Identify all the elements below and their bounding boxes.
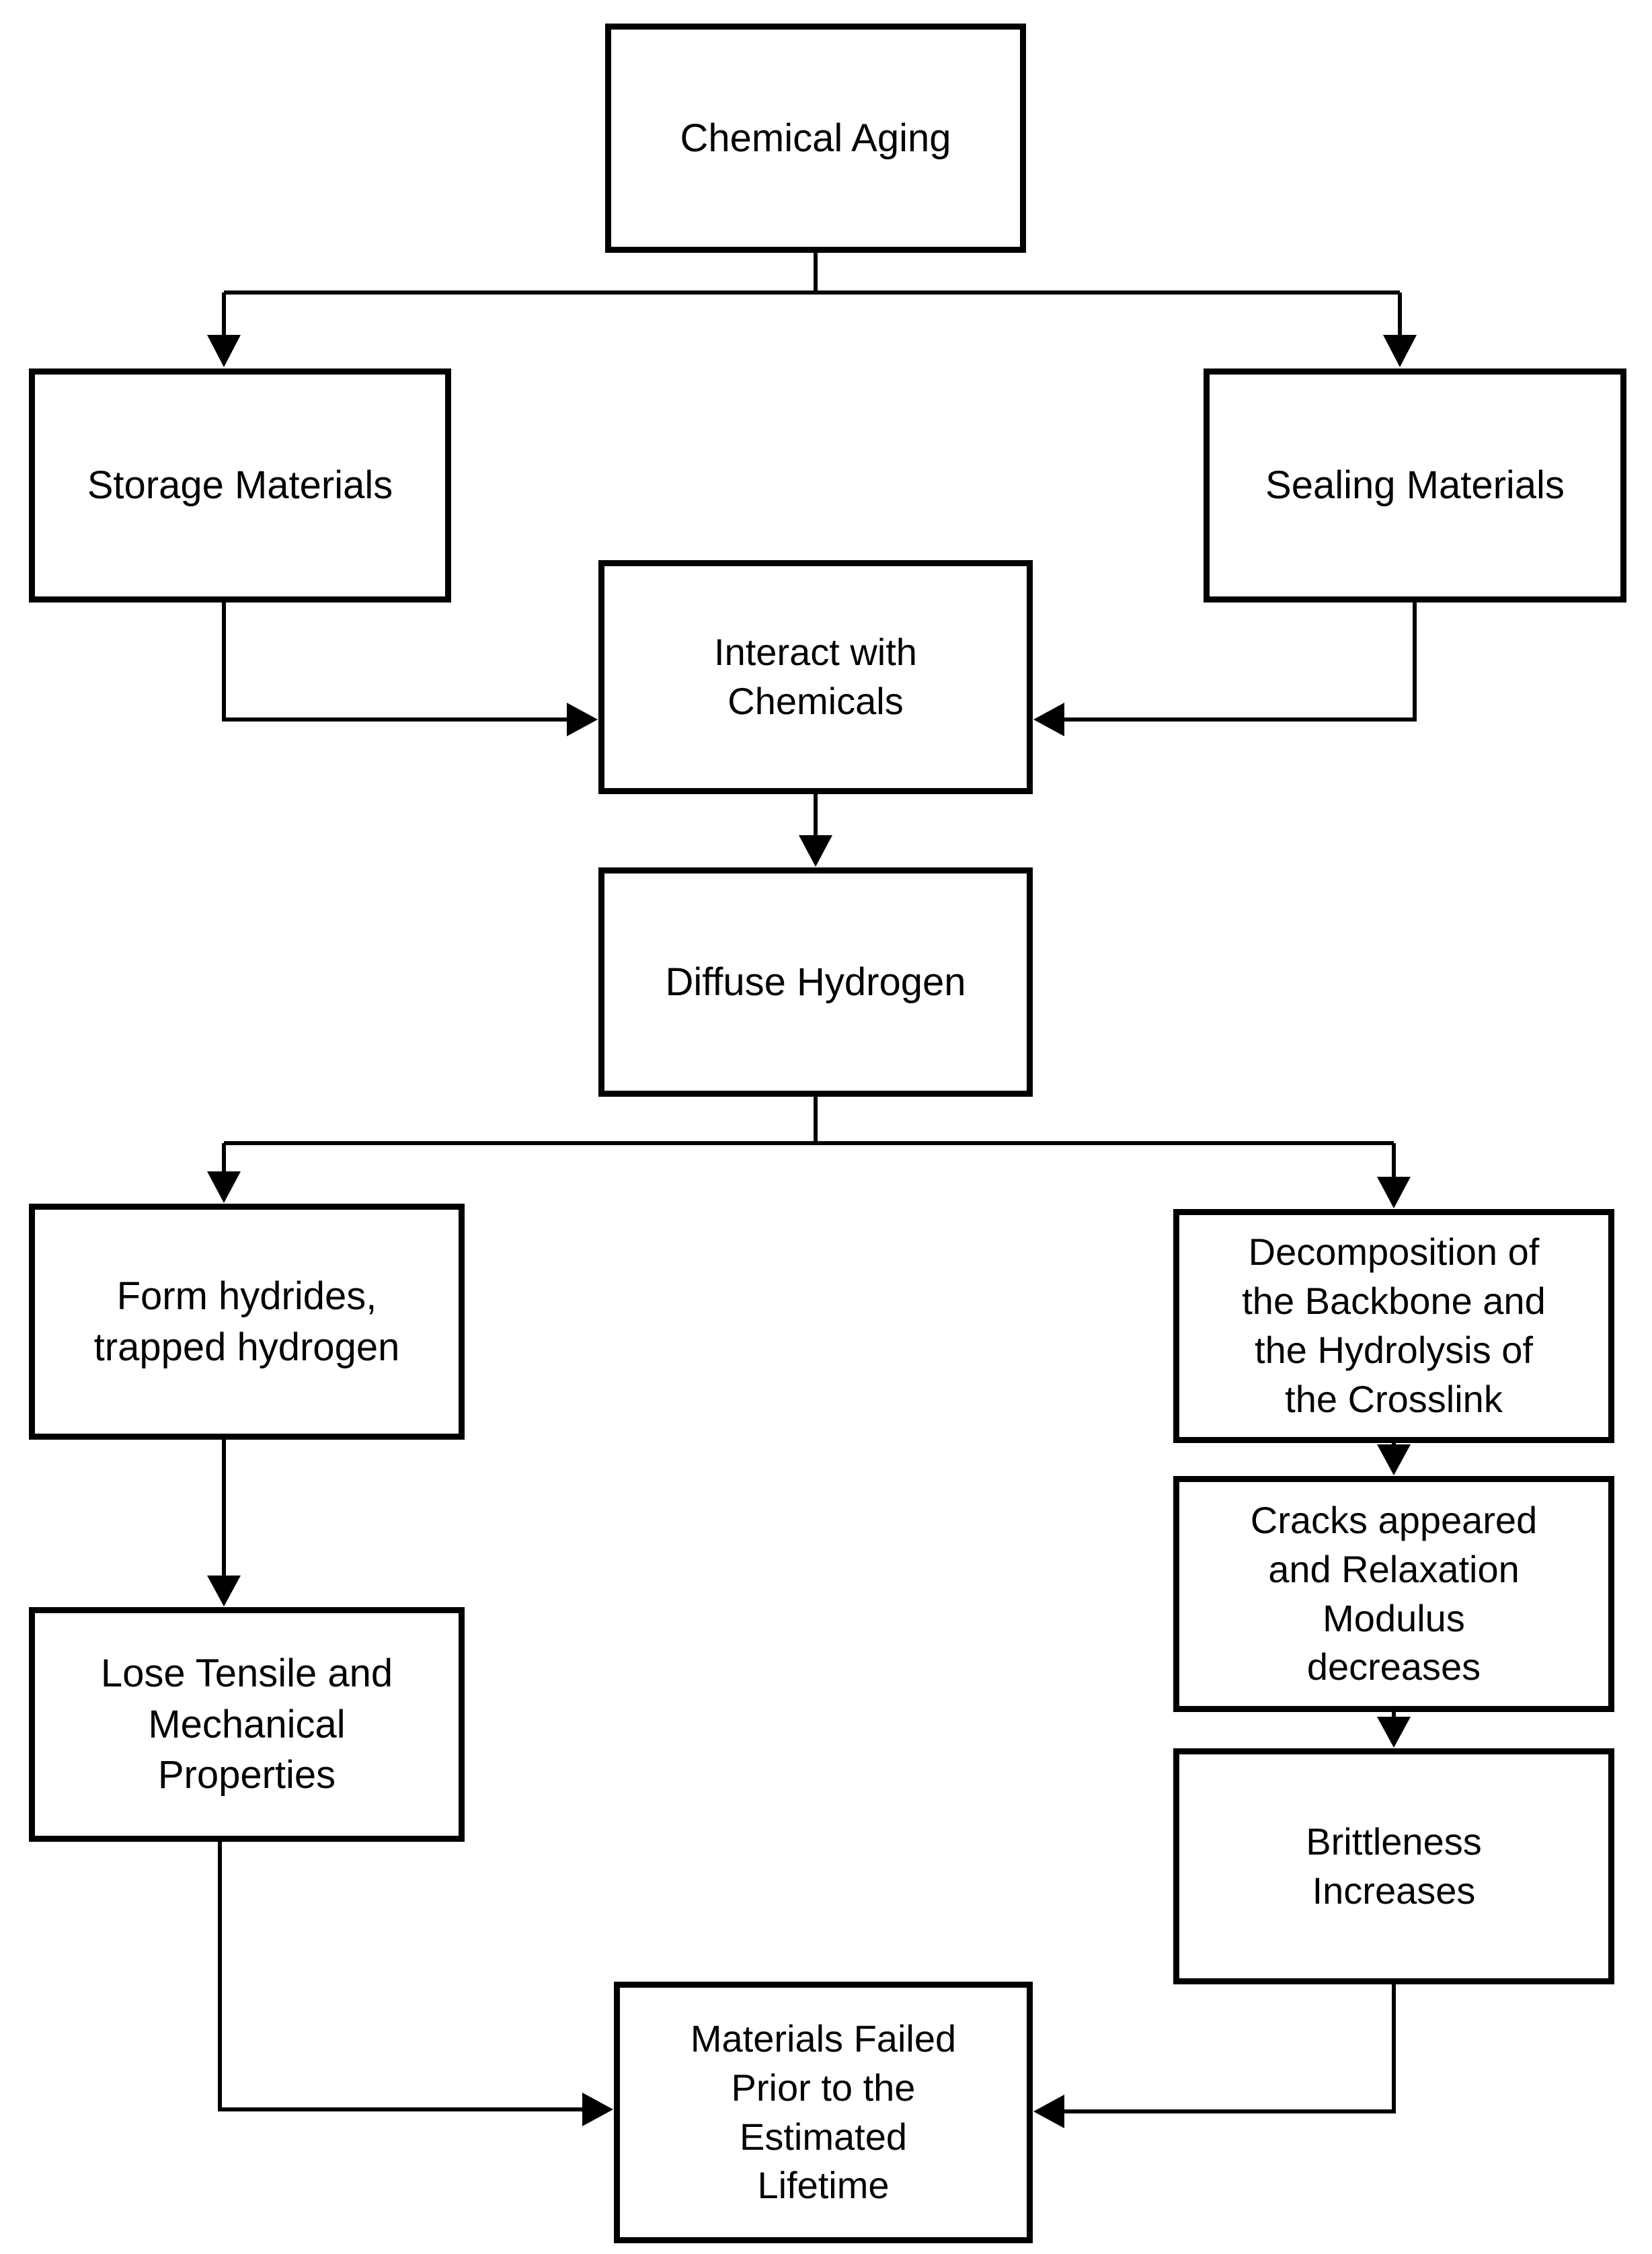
node-diffuse-hydrogen-label: Diffuse Hydrogen	[665, 960, 966, 1004]
edge-sealing-to-interact	[1064, 603, 1417, 722]
node-materials-failed-label: Materials Failed Prior to the Estimated …	[690, 2017, 957, 2207]
arrowhead-storage-to-interact	[567, 703, 598, 736]
node-lose-tensile-label: Lose Tensile and Mechanical Properties	[100, 1651, 393, 1797]
node-storage-materials-label: Storage Materials	[87, 463, 393, 508]
node-sealing-materials[interactable]: Sealing Materials	[1204, 368, 1626, 603]
node-interact-with-chemicals[interactable]: Interact with Chemicals	[598, 560, 1033, 794]
node-chemical-aging-label: Chemical Aging	[680, 116, 951, 160]
arrowhead-decomposition-to-cracks	[1377, 1444, 1411, 1475]
edge-lose-tensile-to-failed	[218, 1842, 582, 2111]
node-decomposition-label: Decomposition of the Backbone and the Hy…	[1242, 1231, 1546, 1420]
arrowhead-sealing-to-interact	[1033, 703, 1064, 736]
arrowhead-to-storage-materials	[207, 335, 241, 367]
node-chemical-aging[interactable]: Chemical Aging	[605, 24, 1026, 253]
node-lose-tensile[interactable]: Lose Tensile and Mechanical Properties	[29, 1607, 465, 1842]
edge-brittleness-to-failed	[1064, 1984, 1396, 2113]
arrowhead-hydrides-to-lose-tensile	[207, 1576, 241, 1606]
node-form-hydrides[interactable]: Form hydrides, trapped hydrogen	[29, 1204, 465, 1440]
node-decomposition[interactable]: Decomposition of the Backbone and the Hy…	[1173, 1209, 1614, 1443]
node-brittleness-increases[interactable]: Brittleness Increases	[1173, 1748, 1614, 1984]
node-storage-materials[interactable]: Storage Materials	[29, 368, 451, 603]
node-form-hydrides-label: Form hydrides, trapped hydrogen	[93, 1274, 400, 1369]
node-sealing-materials-label: Sealing Materials	[1265, 463, 1565, 508]
node-cracks-appeared[interactable]: Cracks appeared and Relaxation Modulus d…	[1173, 1476, 1614, 1712]
edge-storage-to-interact	[222, 603, 567, 722]
arrowhead-to-sealing-materials	[1383, 335, 1417, 367]
arrowhead-to-decomposition	[1377, 1177, 1411, 1208]
node-diffuse-hydrogen[interactable]: Diffuse Hydrogen	[598, 867, 1033, 1097]
arrowhead-lose-tensile-to-failed	[582, 2093, 613, 2126]
arrowhead-interact-to-diffuse	[799, 835, 832, 867]
arrowhead-to-form-hydrides	[207, 1171, 241, 1203]
node-interact-with-chemicals-label: Interact with Chemicals	[714, 631, 917, 722]
node-materials-failed[interactable]: Materials Failed Prior to the Estimated …	[614, 1982, 1033, 2243]
arrowhead-cracks-to-brittleness	[1377, 1717, 1411, 1748]
node-cracks-appeared-label: Cracks appeared and Relaxation Modulus d…	[1250, 1498, 1538, 1688]
arrowhead-brittleness-to-failed	[1033, 2095, 1064, 2128]
node-brittleness-increases-label: Brittleness Increases	[1306, 1820, 1482, 1912]
